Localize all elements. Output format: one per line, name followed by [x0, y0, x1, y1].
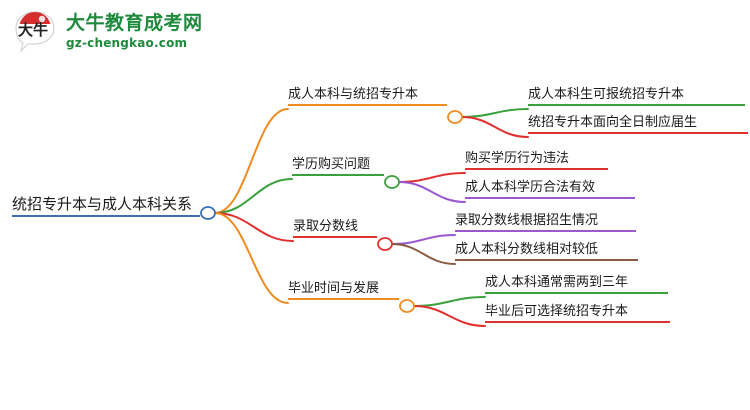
site-header: 大牛 大牛教育成考网 gz-chengkao.com: [12, 8, 203, 54]
mindmap-leaf-node-0-0[interactable]: 成人本科生可报统招专升本: [528, 87, 745, 107]
edge-branch-3-to-leaf-0: [413, 296, 486, 307]
edge-branch-3-to-leaf-1: [413, 305, 486, 327]
edge-branch-1-to-leaf-1: [398, 181, 466, 203]
mindmap-leaf-node-3-0[interactable]: 成人本科通常需两到三年: [485, 275, 668, 295]
mindmap-branch-node-3[interactable]: 毕业时间与发展: [288, 281, 399, 301]
mindmap-leaf-node-2-0[interactable]: 录取分数线根据招生情况: [455, 213, 636, 233]
mindmap-branch-node-2[interactable]: 录取分数线: [293, 219, 377, 239]
mindmap-branch-connector-1[interactable]: [384, 175, 400, 189]
mindmap-branch-node-0[interactable]: 成人本科与统招专升本: [288, 87, 447, 107]
mindmap-leaf-node-3-1[interactable]: 毕业后可选择统招专升本: [485, 304, 670, 324]
mindmap-leaf-node-2-1[interactable]: 成人本科分数线相对较低: [455, 242, 638, 262]
mindmap-root-node[interactable]: 统招专升本与成人本科关系: [12, 196, 200, 217]
edge-branch-2-to-leaf-0: [391, 234, 456, 245]
site-domain: gz-chengkao.com: [66, 35, 188, 50]
mindmap-leaf-node-1-0[interactable]: 购买学历行为违法: [465, 151, 608, 171]
mindmap-branch-node-1[interactable]: 学历购买问题: [292, 157, 384, 177]
edge-root-to-branch-0: [214, 108, 289, 214]
site-title: 大牛教育成考网: [66, 11, 203, 34]
speech-bubble-logo-icon: 大牛: [12, 8, 58, 54]
edge-root-to-branch-3: [214, 212, 289, 304]
svg-text:大牛: 大牛: [18, 21, 48, 39]
edge-branch-0-to-leaf-0: [461, 108, 529, 118]
edge-branch-0-to-leaf-1: [461, 116, 529, 138]
mindmap-branch-connector-3[interactable]: [399, 299, 415, 313]
mindmap-leaf-node-0-1[interactable]: 统招专升本面向全日制应届生: [528, 115, 748, 135]
mindmap-root-connector[interactable]: [200, 206, 216, 220]
logo-text-block: 大牛教育成考网 gz-chengkao.com: [66, 11, 203, 50]
mindmap-leaf-node-1-1[interactable]: 成人本科学历合法有效: [465, 180, 635, 200]
edge-branch-1-to-leaf-0: [398, 172, 466, 183]
mindmap-branch-connector-2[interactable]: [377, 237, 393, 251]
edge-root-to-branch-1: [214, 178, 293, 214]
mindmap-branch-connector-0[interactable]: [447, 110, 463, 124]
edge-root-to-branch-2: [214, 212, 294, 242]
edge-branch-2-to-leaf-1: [391, 243, 456, 265]
